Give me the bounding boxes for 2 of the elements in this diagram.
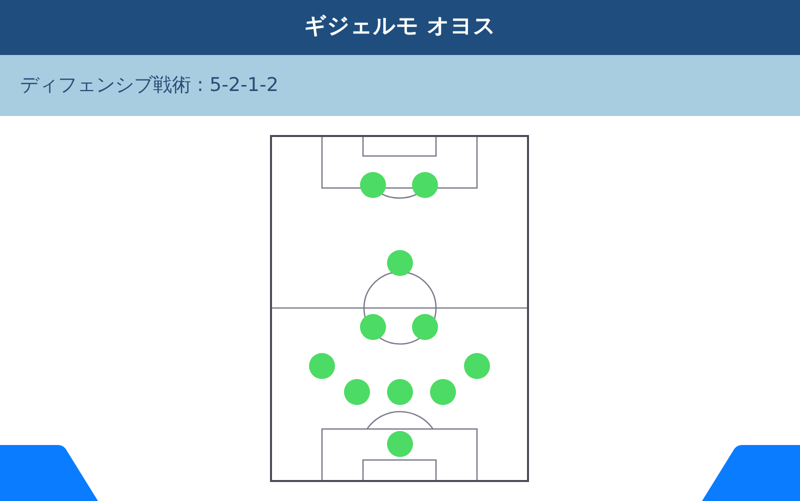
page-title: ギジェルモ オヨス (303, 13, 497, 41)
formation-label: ディフェンシブ戦術 : 5-2-1-2 (20, 73, 278, 98)
